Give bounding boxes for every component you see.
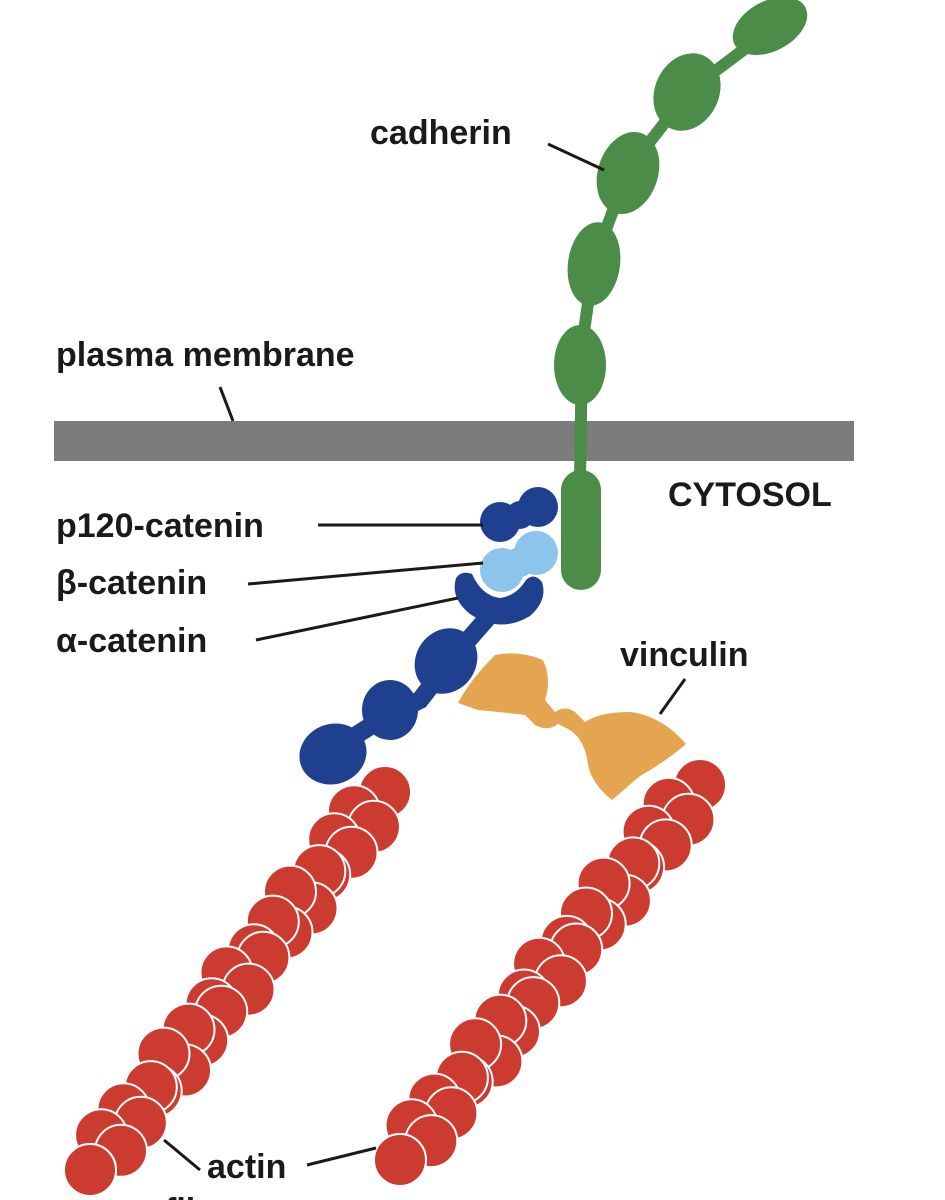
cadherin-domain-5 [554,325,606,405]
beta-catenin-label: β-catenin [56,564,207,602]
cadherin-domain-2 [653,53,721,131]
plasma-membrane-label: plasma membrane [56,336,355,374]
filament-partial-label: fil [165,1192,195,1200]
p120-catenin-protein [480,487,558,542]
cadherin-label: cadherin [370,114,512,152]
alpha-catenin-leader-line [255,596,459,642]
actin-filament-left [63,765,412,1197]
plasma-membrane-bar [54,421,854,461]
beta-catenin-protein [480,531,558,592]
actin-leader-line-left [163,1138,201,1172]
cadherin-domain-3 [596,131,660,215]
cadherin-protein [554,0,808,590]
actin-monomer [373,1133,427,1187]
vinculin-protein [458,653,686,800]
actin-filament-right [373,758,727,1187]
vinculin-label: vinculin [620,636,748,674]
cadherin-cytoplasmic-tail [561,470,601,590]
cadherin-leader-line [547,142,605,172]
actin-monomer [63,1143,117,1197]
actin-label: actin [207,1148,286,1186]
cadherin-domain-1 [732,0,808,55]
plasma-membrane-leader-line [218,386,235,422]
actin-leader-line-right [306,1146,377,1167]
alpha-catenin-label: α-catenin [56,622,207,660]
alpha-catenin-protein [299,572,544,785]
vinculin-leader-line [658,678,687,715]
beta-catenin-leader-line [247,561,484,586]
cadherin-domain-4 [567,222,621,306]
cytosol-label: CYTOSOL [668,476,832,514]
p120-catenin-label: p120-catenin [56,507,264,545]
